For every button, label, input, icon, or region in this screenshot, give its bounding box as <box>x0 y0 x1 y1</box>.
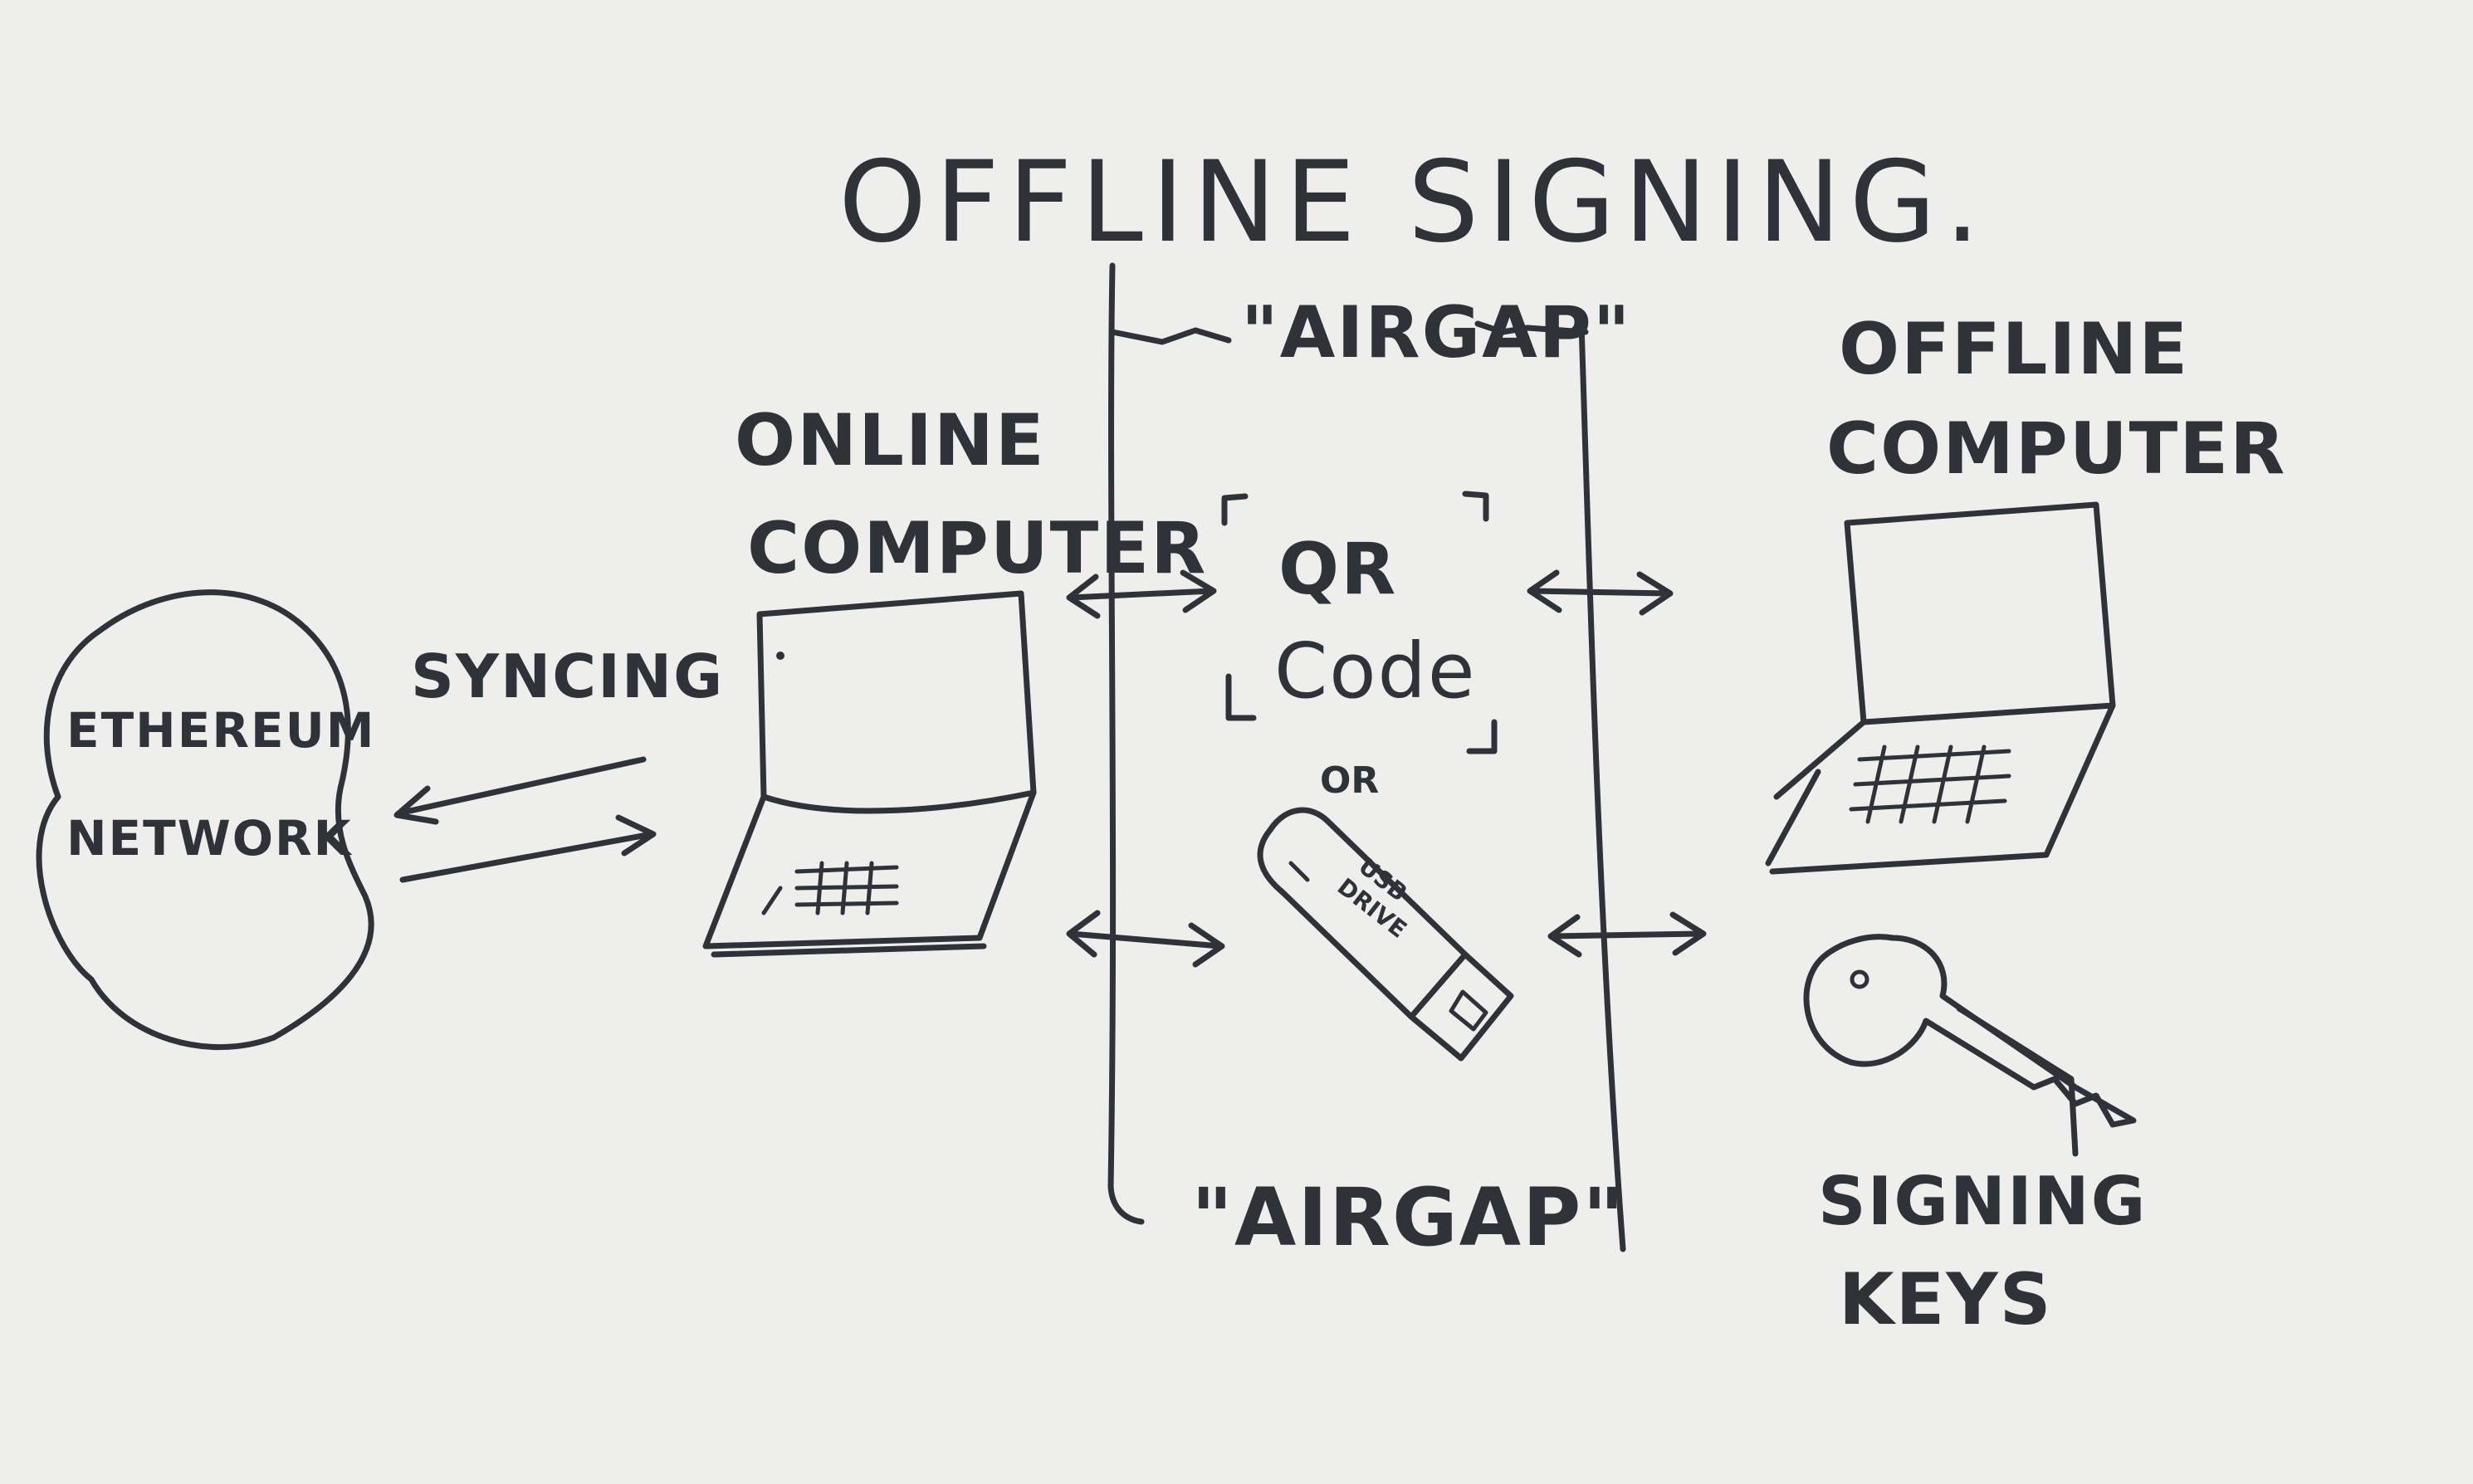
online-computer-label-line1: ONLINE <box>735 399 1046 482</box>
offline-computer: OFFLINE COMPUTER <box>1765 308 2286 875</box>
qr-code-label-line1: QR <box>1278 528 1397 611</box>
offline-computer-label-line2: COMPUTER <box>1826 408 2286 491</box>
laptop-icon <box>1765 501 2116 875</box>
signing-keys-label-line2: KEYS <box>1839 1258 2053 1341</box>
or-label: OR <box>1320 759 1379 802</box>
syncing-label: SYNCING <box>411 642 724 711</box>
laptop-icon <box>702 590 1037 958</box>
diagram-title: OFFLINE SIGNING. <box>838 137 1988 267</box>
qr-code-label-line2: Code <box>1274 627 1477 715</box>
airgap-boundary: "AIRGAP" "AIRGAP" <box>1107 262 1632 1264</box>
transfer-arrows <box>1066 569 1707 968</box>
network-label-line2: NETWORK <box>66 810 353 866</box>
usb-drive-icon: USB DRIVE <box>1257 807 1514 1062</box>
syncing-arrows: SYNCING <box>393 642 724 883</box>
ethereum-network-cloud: ETHEREUM NETWORK <box>36 589 375 1050</box>
airgap-bottom-label: "AIRGAP" <box>1191 1171 1625 1264</box>
signing-keys-label-line1: SIGNING <box>1818 1163 2147 1240</box>
network-label-line1: ETHEREUM <box>66 702 375 759</box>
online-computer: ONLINE COMPUTER <box>702 399 1207 958</box>
airgap-top-label: "AIRGAP" <box>1241 291 1632 374</box>
signing-key-icon <box>1803 934 2137 1157</box>
online-computer-label-line2: COMPUTER <box>747 507 1207 590</box>
qr-code-option: QR Code OR <box>1221 491 1498 802</box>
offline-computer-label-line1: OFFLINE <box>1839 308 2189 391</box>
